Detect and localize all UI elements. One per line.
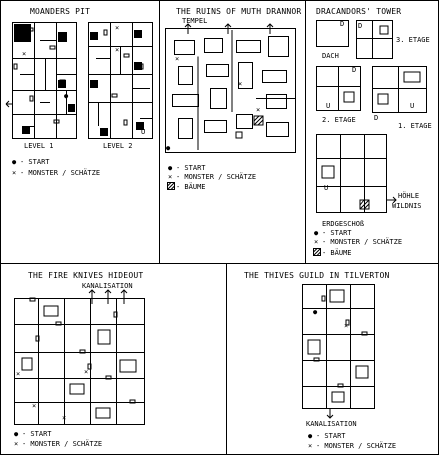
moanders-legend-monster-symbol: × (12, 169, 16, 177)
moanders-legend-monster: - MONSTER / SCHÄTZE (20, 168, 100, 177)
moanders-level2-label: LEVEL 2 (103, 142, 133, 150)
muth-legend-start: - START (176, 164, 206, 172)
thieves-legend-start-symbol: ● (308, 432, 313, 440)
dracandor-etage3-label: 3. ETAGE (396, 36, 430, 44)
thieves-kanalisation-label: KANALISATION (306, 420, 357, 428)
muth-legend-trees: - BÄUME (176, 182, 206, 191)
moanders-level1-solid-blocks (14, 24, 75, 134)
thieves-map (302, 284, 375, 419)
dracandor-etage3-door: D (358, 22, 362, 30)
dracandor-title: DRACANDORS' TOWER (316, 7, 401, 16)
dracandor-legend-monster-symbol: × (314, 238, 318, 246)
dracandor-legend-monster: - MONSTER / SCHÄTZE (322, 237, 402, 246)
fireknives-monster-b: × (32, 402, 36, 410)
thieves-monster-mark: × (344, 322, 348, 330)
fireknives-title: THE FIRE KNIVES HIDEOUT (28, 271, 143, 280)
dracandor-etage1-map (372, 66, 427, 113)
fireknives-legend-start: - START (22, 430, 52, 438)
moanders-l2-monster-a: × (115, 24, 119, 32)
fireknives-legend-start-symbol: ● (14, 430, 19, 438)
dracandor-etage1-label: 1. ETAGE (398, 122, 432, 130)
muth-legend-monster: - MONSTER / SCHÄTZE (176, 172, 256, 181)
dracandor-groundfloor-map (316, 134, 397, 213)
dracandor-legend-trees: - BÄUME (322, 248, 352, 257)
fireknives-monster-d: × (84, 368, 88, 376)
moanders-level2-solid-blocks (90, 30, 144, 136)
dracandor-etage1-door: D (374, 114, 378, 122)
thieves-title: THE THIVES GUILD IN TILVERTON (244, 271, 389, 280)
dracandor-etage2-door: D (352, 66, 356, 74)
moanders-legend-start-symbol: ● (12, 158, 17, 166)
muth-monster-b: × (238, 80, 242, 88)
muth-legend-tree-hatch (167, 182, 175, 190)
dracandor-etage2-up: U (326, 102, 330, 110)
dracandor-ground-up: U (324, 184, 328, 192)
fireknives-monster-c: × (62, 414, 66, 422)
dracandor-roof-map (316, 20, 349, 47)
muth-title: THE RUINS OF MUTH DRANNOR (176, 7, 301, 16)
fireknives-kanalisation-label: KANALISATION (82, 282, 133, 290)
muth-drannor-panel: THE RUINS OF MUTH DRANNOR TEMPEL (165, 7, 301, 191)
moanders-level2-map (88, 22, 153, 139)
thieves-start-mark: ● (313, 308, 318, 316)
muth-monster-a: × (175, 55, 179, 63)
thieves-legend-monster: - MONSTER / SCHÄTZE (316, 441, 396, 450)
moanders-exit-arrow (5, 100, 12, 108)
moanders-level1-label: LEVEL 1 (24, 142, 54, 150)
muth-start-mark: ● (166, 144, 171, 152)
muth-map (165, 23, 296, 153)
dracandor-erdgeschoss-label: ERDGESCHOß (322, 220, 364, 228)
muth-tempel-label: TEMPEL (182, 17, 207, 25)
moanders-l2-up: U (141, 128, 145, 136)
dracandor-etage2-label: 2. ETAGE (322, 116, 356, 124)
dracandor-legend-tree-hatch (313, 248, 321, 256)
muth-legend-monster-symbol: × (168, 173, 172, 181)
moanders-l2-monster-b: × (115, 46, 119, 54)
fireknives-legend-monster: - MONSTER / SCHÄTZE (22, 439, 102, 448)
dracandor-legend-start: - START (322, 229, 352, 237)
dracandor-etage3-map (356, 20, 393, 59)
dracandor-roof-door: D (340, 20, 344, 28)
muth-monster-c: × (256, 106, 260, 114)
fireknives-monster-a: × (16, 370, 20, 378)
moanders-monster-mark: × (22, 50, 26, 58)
moanders-start-mark: ● (64, 92, 69, 100)
thieves-legend-start: - START (316, 432, 346, 440)
muth-legend-start-symbol: ● (168, 164, 173, 172)
thieves-guild-panel: THE THIVES GUILD IN TILVERTON ● × KANALI… (244, 271, 396, 450)
dracandor-legend-start-symbol: ● (314, 229, 319, 237)
dracandor-dach-label: DACH (322, 52, 339, 60)
fireknives-map (14, 289, 145, 425)
dracandor-tree-hatch (359, 199, 370, 210)
moanders-title: MOANDERS PIT (30, 7, 90, 16)
dracandor-panel: DRACANDORS' TOWER D DACH D 3. ETAGE D U … (313, 7, 432, 257)
dracandor-hoehle-label: HÖHLE (398, 191, 419, 200)
fireknives-legend-monster-symbol: × (14, 440, 18, 448)
dracandor-wildnis-label: WILDNIS (392, 202, 422, 210)
dracandor-etage1-up: U (410, 102, 414, 110)
thieves-legend-monster-symbol: × (308, 442, 312, 450)
moanders-pit-panel: MOANDERS PIT × ● (5, 7, 153, 177)
muth-tree-hatch (253, 115, 264, 126)
dracandor-etage2-map (316, 66, 361, 111)
moanders-legend-start: - START (20, 158, 50, 166)
fireknives-panel: THE FIRE KNIVES HIDEOUT KANALISATION (14, 271, 145, 448)
